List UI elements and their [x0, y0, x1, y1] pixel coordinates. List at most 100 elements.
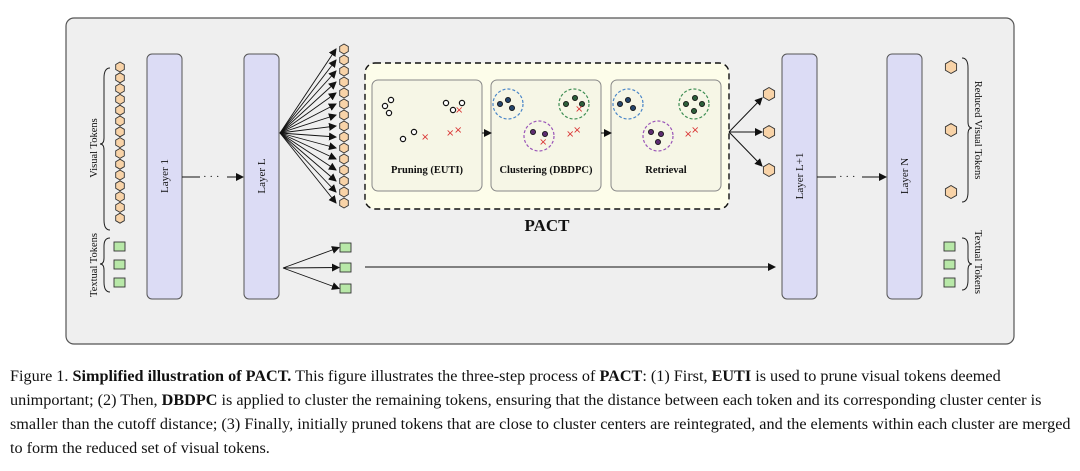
visual-token: [339, 164, 349, 176]
svg-text:×: ×: [454, 125, 462, 136]
fan-arrow: [279, 132, 337, 141]
textual-token: [339, 242, 352, 253]
textual-token: [339, 283, 352, 294]
visual-token: [339, 54, 349, 66]
ellipsis-left: · · ·: [203, 171, 220, 183]
retrieval-illustration: × ×: [612, 88, 710, 152]
caption-text-1: This figure illustrates the three-step p…: [295, 367, 596, 385]
textual-token: [943, 277, 956, 288]
svg-text:×: ×: [455, 105, 463, 116]
fan-arrow: [279, 132, 337, 204]
reduced-visual-token: [762, 124, 776, 140]
layer-1-label: Layer 1: [159, 159, 171, 193]
layer-l1-label: Layer L+1: [794, 153, 806, 200]
fan-arrow: [279, 132, 337, 171]
reduced-visual-tokens-mid: [762, 86, 776, 178]
visual-token: [339, 76, 349, 88]
visual-token: [115, 93, 125, 105]
fan-arrow: [279, 132, 337, 182]
layer-n-label: Layer N: [899, 158, 911, 194]
caption-dbdpc: DBDPC: [161, 391, 218, 409]
textual-token: [113, 259, 126, 270]
layer-l-block: [243, 53, 280, 300]
reduced-visual-token: [944, 184, 958, 200]
fan-arrow: [279, 92, 337, 134]
figure-caption: Figure 1. Simplified illustration of PAC…: [10, 364, 1072, 460]
fan-out-visual-arrows: [279, 48, 337, 204]
fan-arrow: [279, 81, 337, 134]
visual-token: [115, 104, 125, 116]
fan-out-textual-arrows: [282, 246, 340, 290]
visual-token: [115, 191, 125, 203]
fan-arrow: [279, 113, 337, 134]
fan-arrow: [279, 132, 337, 151]
visual-token: [339, 109, 349, 121]
caption-prefix: Figure 1.: [10, 367, 69, 385]
textual-token: [943, 241, 956, 252]
visual-token: [339, 98, 349, 110]
caption-text-2: : (1) First,: [642, 367, 708, 385]
fan-arrow: [279, 132, 337, 193]
caption-title: Simplified illustration of PACT.: [72, 367, 292, 385]
svg-text:×: ×: [691, 125, 699, 136]
visual-token: [115, 61, 125, 73]
caption-text-3: is used to prune visual tokens deemed un…: [10, 367, 1001, 409]
textual-tokens-label-left: Textual Tokens: [89, 233, 100, 297]
visual-token: [339, 120, 349, 132]
svg-text:×: ×: [421, 132, 429, 143]
visual-token: [339, 43, 349, 55]
fan-arrow: [279, 122, 337, 134]
textual-tokens-bracket-right: [961, 237, 973, 291]
visual-token: [339, 186, 349, 198]
fan-arrow: [279, 48, 337, 134]
textual-token: [113, 241, 126, 252]
visual-token: [339, 142, 349, 154]
reduced-visual-tokens-bracket: [961, 57, 973, 203]
reduced-visual-token: [762, 162, 776, 178]
input-textual-tokens: [113, 241, 126, 288]
visual-token: [339, 131, 349, 143]
pact-diagram: Visual Tokens Textual Tokens Layer 1 · ·…: [65, 17, 1015, 345]
output-textual-tokens: [943, 241, 956, 288]
visual-token: [115, 115, 125, 127]
visual-token: [115, 147, 125, 159]
svg-text:×: ×: [446, 128, 454, 139]
visual-token: [115, 83, 125, 95]
input-visual-tokens: [115, 61, 125, 224]
svg-text:×: ×: [573, 125, 581, 136]
fan-arrow: [282, 246, 340, 269]
svg-text:×: ×: [566, 129, 574, 140]
visual-token: [339, 153, 349, 165]
caption-pact: PACT: [599, 367, 643, 385]
reduced-visual-token: [762, 86, 776, 102]
pruning-illustration: × × × ×: [381, 96, 466, 143]
visual-token: [115, 72, 125, 84]
caption-text-4: is applied to cluster the remaining toke…: [10, 391, 1071, 457]
visual-token: [339, 65, 349, 77]
clustering-illustration: × × × ×: [492, 88, 590, 152]
caption-euti: EUTI: [711, 367, 752, 385]
reduced-visual-token: [944, 122, 958, 138]
visual-token: [115, 169, 125, 181]
pact-label: PACT: [524, 216, 570, 235]
visual-token: [115, 137, 125, 149]
svg-text:×: ×: [575, 104, 583, 115]
retrieval-step-label: Retrieval: [645, 165, 686, 176]
reduced-visual-token: [944, 59, 958, 75]
arrow-pact-token-1: [728, 97, 763, 133]
layer-l-visual-tokens: [339, 43, 349, 209]
fan-arrow: [279, 59, 337, 134]
clustering-step-label: Clustering (DBDPC): [499, 165, 593, 176]
output-reduced-visual-tokens: [944, 59, 958, 200]
layer-l-textual-tokens: [339, 242, 352, 294]
visual-token: [115, 126, 125, 138]
svg-text:×: ×: [684, 129, 692, 140]
textual-token: [113, 277, 126, 288]
visual-token: [115, 212, 125, 224]
visual-tokens-label: Visual Tokens: [89, 118, 100, 177]
textual-token: [943, 259, 956, 270]
visual-token: [339, 87, 349, 99]
visual-token: [115, 180, 125, 192]
ellipsis-right: · · ·: [839, 171, 856, 183]
svg-text:×: ×: [539, 137, 547, 148]
